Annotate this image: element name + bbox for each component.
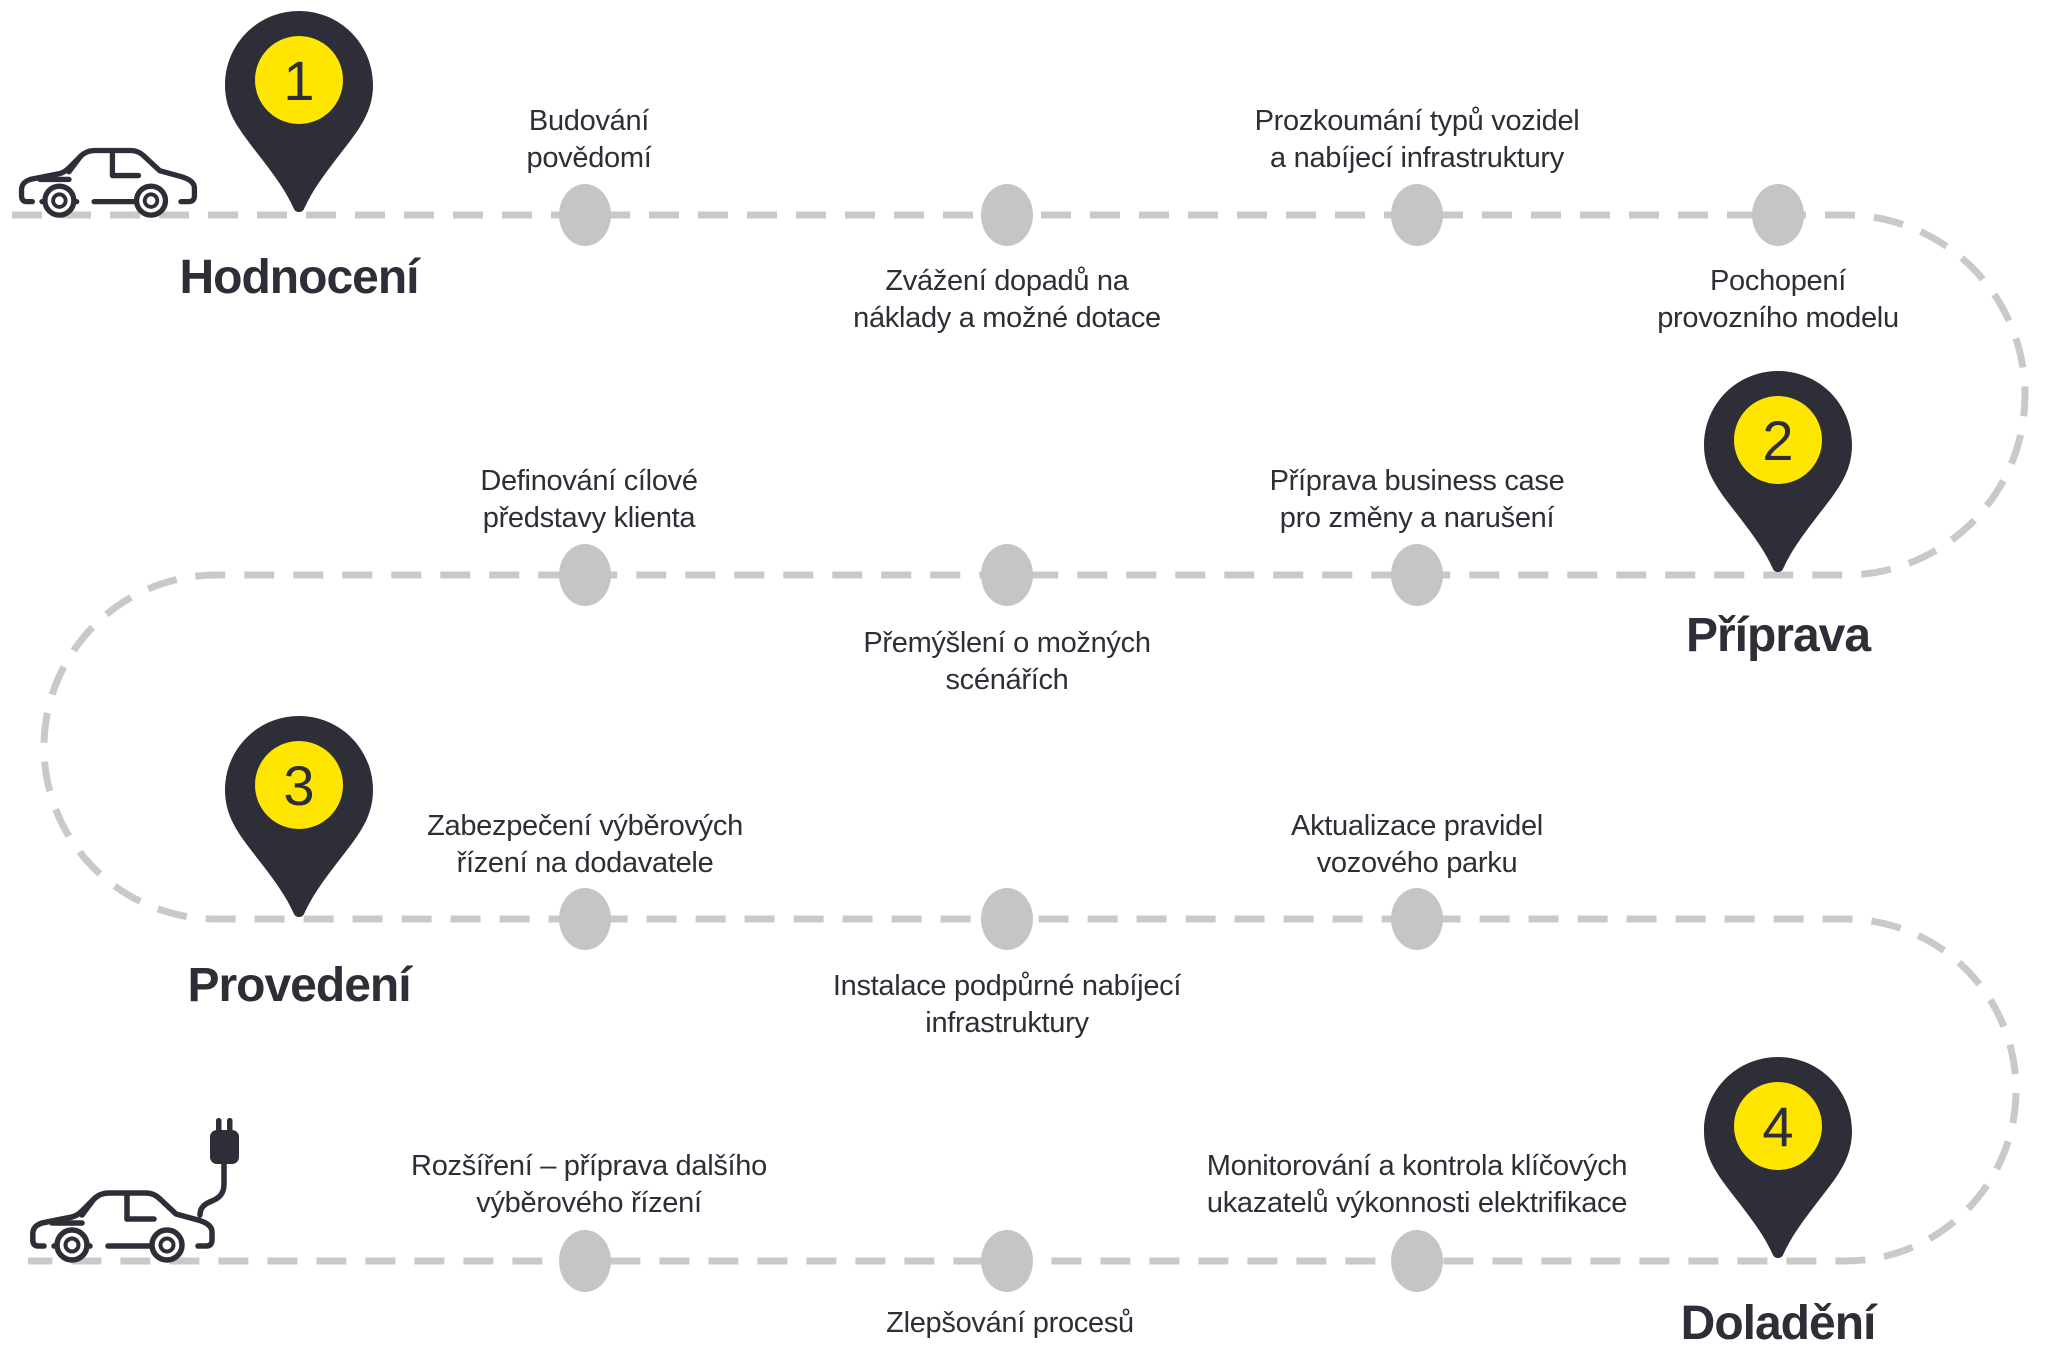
phase-title-priprava: Příprava bbox=[1685, 609, 1871, 662]
milestone-label: Rozšíření – příprava dalšího výběrového … bbox=[411, 1150, 767, 1219]
milestone-dot bbox=[1752, 184, 1804, 246]
milestone-dot bbox=[559, 184, 611, 246]
milestone-label: Definování cílové představy klienta bbox=[480, 465, 698, 534]
map-pin-3: 3 bbox=[225, 716, 373, 917]
milestone-dot bbox=[1391, 1230, 1443, 1292]
milestone-dots bbox=[559, 184, 1804, 1292]
milestone-label: Přemýšlení o možných scénářích bbox=[863, 627, 1151, 696]
milestone-label: Pochopení provozního modelu bbox=[1657, 265, 1899, 334]
pin-number-badge bbox=[1734, 1082, 1822, 1170]
milestone-label: Zabezpečení výběrových řízení na dodavat… bbox=[427, 810, 743, 879]
milestone-dot bbox=[559, 1230, 611, 1292]
milestone-label: Monitorování a kontrola klíčových ukazat… bbox=[1206, 1150, 1628, 1219]
milestone-dot bbox=[1391, 888, 1443, 950]
milestone-label: Zlepšování procesů bbox=[886, 1307, 1134, 1339]
dashed-route-line bbox=[12, 211, 2029, 1265]
milestone-dot bbox=[981, 1230, 1033, 1292]
pin-number-badge bbox=[255, 741, 343, 829]
map-pin-1: 1 bbox=[225, 11, 373, 212]
pin-number-badge bbox=[255, 36, 343, 124]
milestone-dot bbox=[981, 184, 1033, 246]
pin-number: 4 bbox=[1762, 1095, 1793, 1158]
car-side-icon bbox=[18, 147, 198, 218]
map-pin-4: 4 bbox=[1704, 1057, 1852, 1258]
pin-number: 1 bbox=[283, 49, 314, 112]
milestone-label: Příprava business case pro změny a naruš… bbox=[1269, 465, 1565, 534]
charging-plug-icon bbox=[210, 1118, 239, 1164]
milestone-dot bbox=[1391, 184, 1443, 246]
pin-number: 2 bbox=[1762, 409, 1793, 472]
pin-number-badge bbox=[1734, 396, 1822, 484]
milestone-dot bbox=[559, 888, 611, 950]
milestone-label: Instalace podpůrné nabíjecí infrastruktu… bbox=[832, 970, 1182, 1039]
phase-title-hodnoceni: Hodnocení bbox=[179, 251, 420, 304]
milestone-label: Zvážení dopadů na náklady a možné dotace bbox=[853, 265, 1161, 334]
phase-title-provedeni: Provedení bbox=[187, 959, 411, 1012]
pin-number: 3 bbox=[283, 754, 314, 817]
electric-car-plug-icon bbox=[30, 1118, 239, 1263]
milestone-label: Aktualizace pravidel vozového parku bbox=[1291, 810, 1543, 879]
milestone-label: Budování povědomí bbox=[526, 105, 652, 174]
milestone-label: Prozkoumání typů vozidel a nabíjecí infr… bbox=[1254, 105, 1580, 174]
milestone-dot bbox=[1391, 544, 1443, 606]
map-pin-2: 2 bbox=[1704, 371, 1852, 572]
phase-title-doladeni: Doladění bbox=[1680, 1297, 1877, 1350]
milestone-dot bbox=[981, 888, 1033, 950]
milestone-dot bbox=[559, 544, 611, 606]
milestone-dot bbox=[981, 544, 1033, 606]
